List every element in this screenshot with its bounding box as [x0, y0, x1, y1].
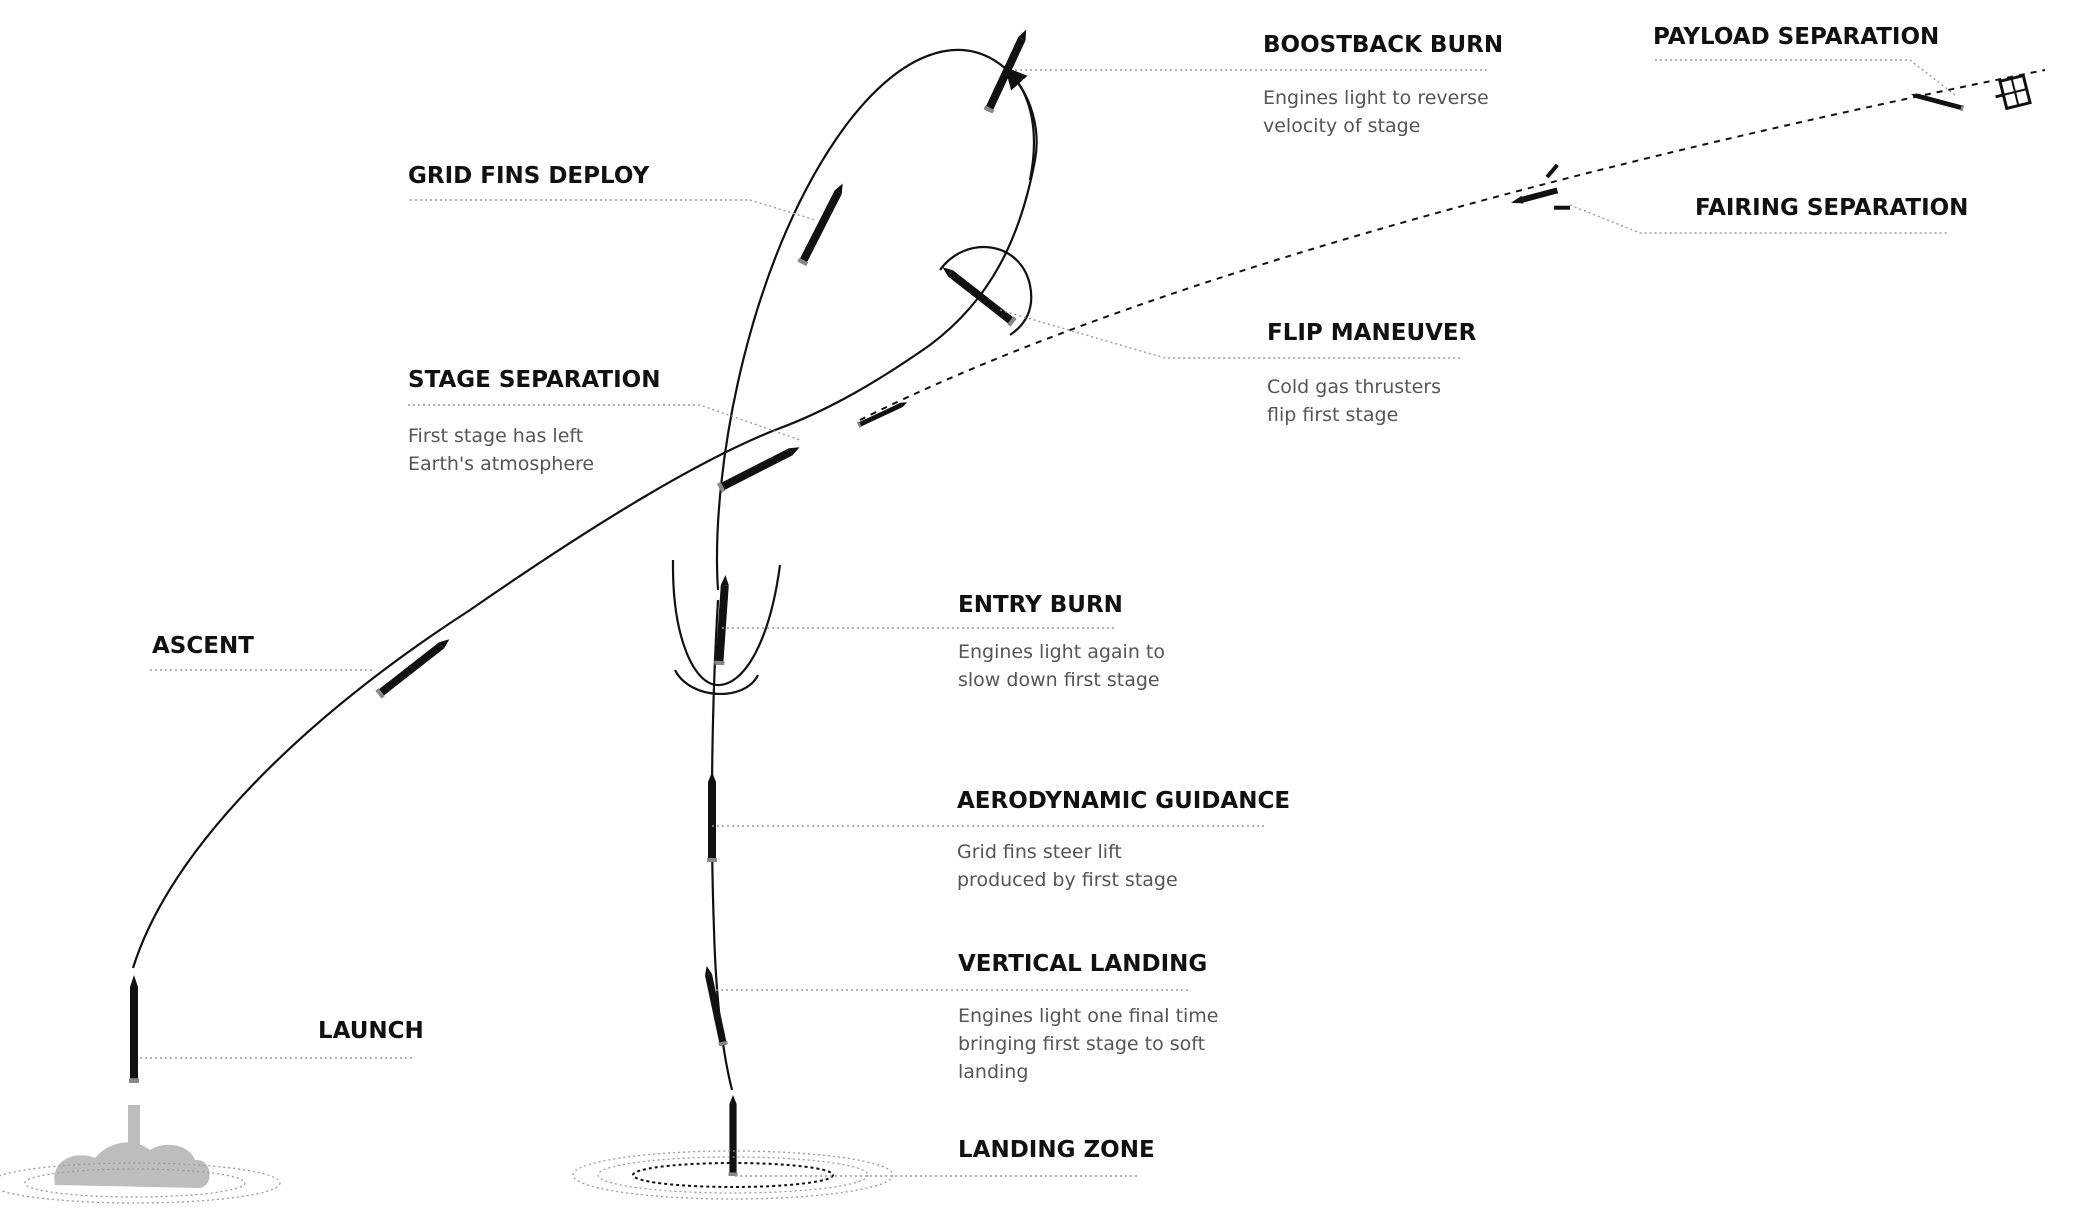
label-entry-burn: ENTRY BURN Engines light again to slow d…: [958, 592, 1165, 691]
label-title: STAGE SEPARATION: [408, 367, 660, 393]
landing-pad-icon: [572, 1150, 894, 1200]
rocket-icon: [856, 399, 909, 428]
label-desc: produced by first stage: [957, 869, 1178, 891]
label-title: FLIP MANEUVER: [1267, 320, 1477, 346]
label-vertical-landing: VERTICAL LANDING Engines light one final…: [958, 951, 1219, 1083]
label-title: GRID FINS DEPLOY: [408, 163, 650, 189]
label-desc: Grid fins steer lift: [957, 841, 1122, 863]
label-grid-fins-deploy: GRID FINS DEPLOY: [408, 163, 650, 189]
label-desc: First stage has left: [408, 425, 583, 447]
launch-pad-ring: [24, 1168, 246, 1198]
leader-line: [1569, 204, 1948, 234]
rocket-icon: [707, 772, 717, 862]
label-desc: Cold gas thrusters: [1267, 376, 1441, 398]
entry-burn-plume-icon: [671, 559, 782, 687]
label-desc: Engines light one final time: [958, 1005, 1219, 1027]
boostback-arrow: [1004, 66, 1036, 181]
rocket-icon: [939, 263, 1017, 327]
label-desc: Earth's atmosphere: [408, 453, 594, 475]
label-landing-zone: LANDING ZONE: [958, 1137, 1155, 1163]
label-desc: landing: [958, 1061, 1028, 1083]
leader-line: [1655, 59, 1956, 96]
rocket-icon: [1910, 91, 1964, 112]
label-title: BOOSTBACK BURN: [1263, 32, 1503, 58]
leader-line: [408, 404, 801, 441]
label-title: FAIRING SEPARATION: [1695, 195, 1968, 221]
label-title: ENTRY BURN: [958, 592, 1123, 618]
satellite-icon: [1995, 73, 2032, 111]
ascent-trajectory: [131, 428, 776, 969]
rocket-icon: [129, 975, 139, 1083]
label-stage-separation: STAGE SEPARATION First stage has left Ea…: [408, 367, 660, 475]
label-desc: Engines light to reverse: [1263, 87, 1489, 109]
label-title: AERODYNAMIC GUIDANCE: [957, 788, 1290, 814]
rocket-icon: [983, 27, 1031, 114]
label-payload-separation: PAYLOAD SEPARATION: [1653, 24, 1939, 50]
second-stage-trajectory: [859, 69, 2046, 421]
label-title: PAYLOAD SEPARATION: [1653, 24, 1939, 50]
launch-pad-ring: [0, 1162, 281, 1204]
label-boostback-burn: BOOSTBACK BURN Engines light to reverse …: [1263, 32, 1503, 137]
leader-line: [999, 309, 1460, 359]
label-desc: bringing first stage to soft: [958, 1033, 1205, 1055]
label-aerodynamic-guidance: AERODYNAMIC GUIDANCE Grid fins steer lif…: [957, 788, 1290, 891]
label-fairing-separation: FAIRING SEPARATION: [1695, 195, 1968, 221]
smoke-cloud-icon: [54, 1105, 210, 1188]
label-desc: velocity of stage: [1263, 115, 1420, 137]
label-title: VERTICAL LANDING: [958, 951, 1207, 977]
boostback-loop-trajectory: [715, 48, 1038, 591]
label-ascent: ASCENT: [152, 633, 254, 659]
leader-line: [410, 199, 816, 221]
flip-arc-icon: [939, 246, 1033, 336]
label-desc: slow down first stage: [958, 669, 1160, 691]
fairing-icon: [1511, 163, 1571, 210]
label-desc: Engines light again to: [958, 641, 1165, 663]
label-title: ASCENT: [152, 633, 254, 659]
label-flip-maneuver: FLIP MANEUVER Cold gas thrusters flip fi…: [1267, 320, 1477, 426]
label-title: LAUNCH: [318, 1018, 424, 1044]
label-launch: LAUNCH: [318, 1018, 424, 1044]
label-title: LANDING ZONE: [958, 1137, 1155, 1163]
rocket-icon: [702, 965, 728, 1047]
entry-burn-plume-outer: [674, 669, 759, 696]
label-desc: flip first stage: [1267, 404, 1398, 426]
